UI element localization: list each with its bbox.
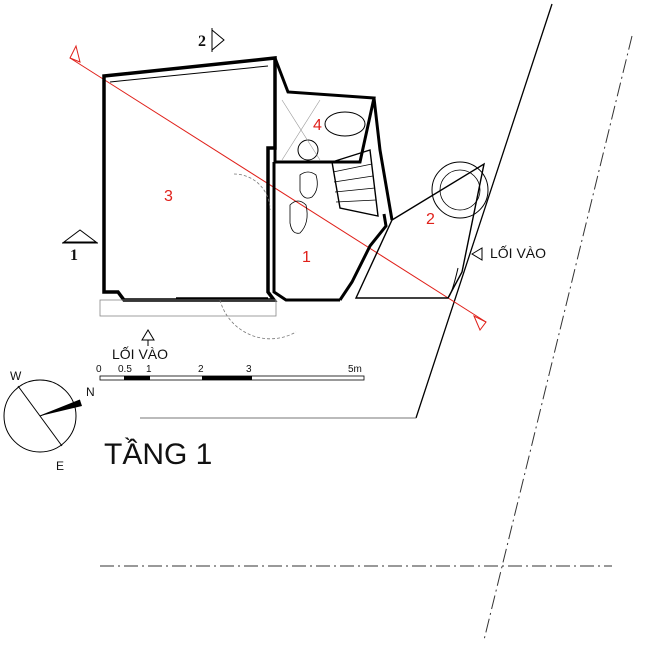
- section-cut-line: [69, 57, 487, 323]
- room-2-outline: [354, 162, 486, 299]
- scale-tick-3: 3: [246, 364, 252, 375]
- room-3-outline: [102, 56, 278, 302]
- compass-circle: [3, 379, 77, 453]
- room-4-outline: [273, 57, 376, 164]
- section-line-1: [69, 44, 487, 331]
- scale-tick-1: 1: [146, 364, 152, 375]
- section-marker-2-icon: [211, 28, 225, 52]
- motorbike-1: [299, 171, 318, 199]
- scale-bar: 0 0.5 1 2 3 5m: [96, 364, 365, 381]
- washbasin: [297, 139, 319, 161]
- room-number-4: 4: [313, 117, 322, 134]
- entrance-label-front: LỐI VÀO: [112, 345, 168, 362]
- section-arrow-start: [69, 44, 81, 63]
- compass-north: N: [86, 385, 95, 399]
- tree-circle-outer: [431, 161, 489, 219]
- door-swing-1: [233, 173, 271, 211]
- room-1-outline: [272, 162, 340, 302]
- room-3-walls: [102, 56, 278, 302]
- front-step: [99, 299, 277, 317]
- entrance-label-side: LỐI VÀO: [490, 244, 546, 261]
- section-marker-1-icon: [62, 229, 98, 243]
- site-boundary-line: [415, 3, 553, 419]
- compass-east: E: [56, 459, 64, 473]
- room-number-3: 3: [164, 188, 173, 205]
- entrance-arrow-front-icon: [141, 329, 155, 341]
- door-swing-main: [219, 299, 297, 340]
- compass-west: W: [10, 369, 22, 383]
- stairs: [331, 149, 379, 217]
- scale-tick-0-5: 0.5: [118, 364, 132, 375]
- room-1-walls: [219, 97, 394, 340]
- section-marker-1-label: 1: [70, 247, 78, 264]
- site-boundary: [100, 3, 633, 641]
- section-marker-2-label: 2: [198, 33, 206, 50]
- compass: W N E: [3, 369, 95, 473]
- tree-circle-inner: [439, 169, 481, 211]
- axis-line-diagonal: [483, 35, 633, 641]
- scale-tick-5m: 5m: [348, 364, 362, 375]
- room-number-2: 2: [426, 211, 435, 228]
- motorbike-2: [289, 200, 308, 234]
- section-arrow-end: [473, 314, 487, 331]
- room-number-1: 1: [302, 249, 311, 266]
- room-4-walls: [273, 57, 376, 164]
- scale-tick-2: 2: [198, 364, 204, 375]
- stair-outline: [331, 149, 379, 217]
- floor-title: TẦNG 1: [104, 437, 212, 471]
- section-marker-1: 1: [62, 229, 98, 264]
- section-marker-2: 2: [198, 28, 225, 52]
- scale-tick-0: 0: [96, 364, 102, 375]
- entrance-arrow-side-icon: [471, 247, 483, 261]
- front-wall: [99, 297, 277, 317]
- bathtub: [324, 111, 366, 137]
- room-2-walls: [354, 161, 489, 299]
